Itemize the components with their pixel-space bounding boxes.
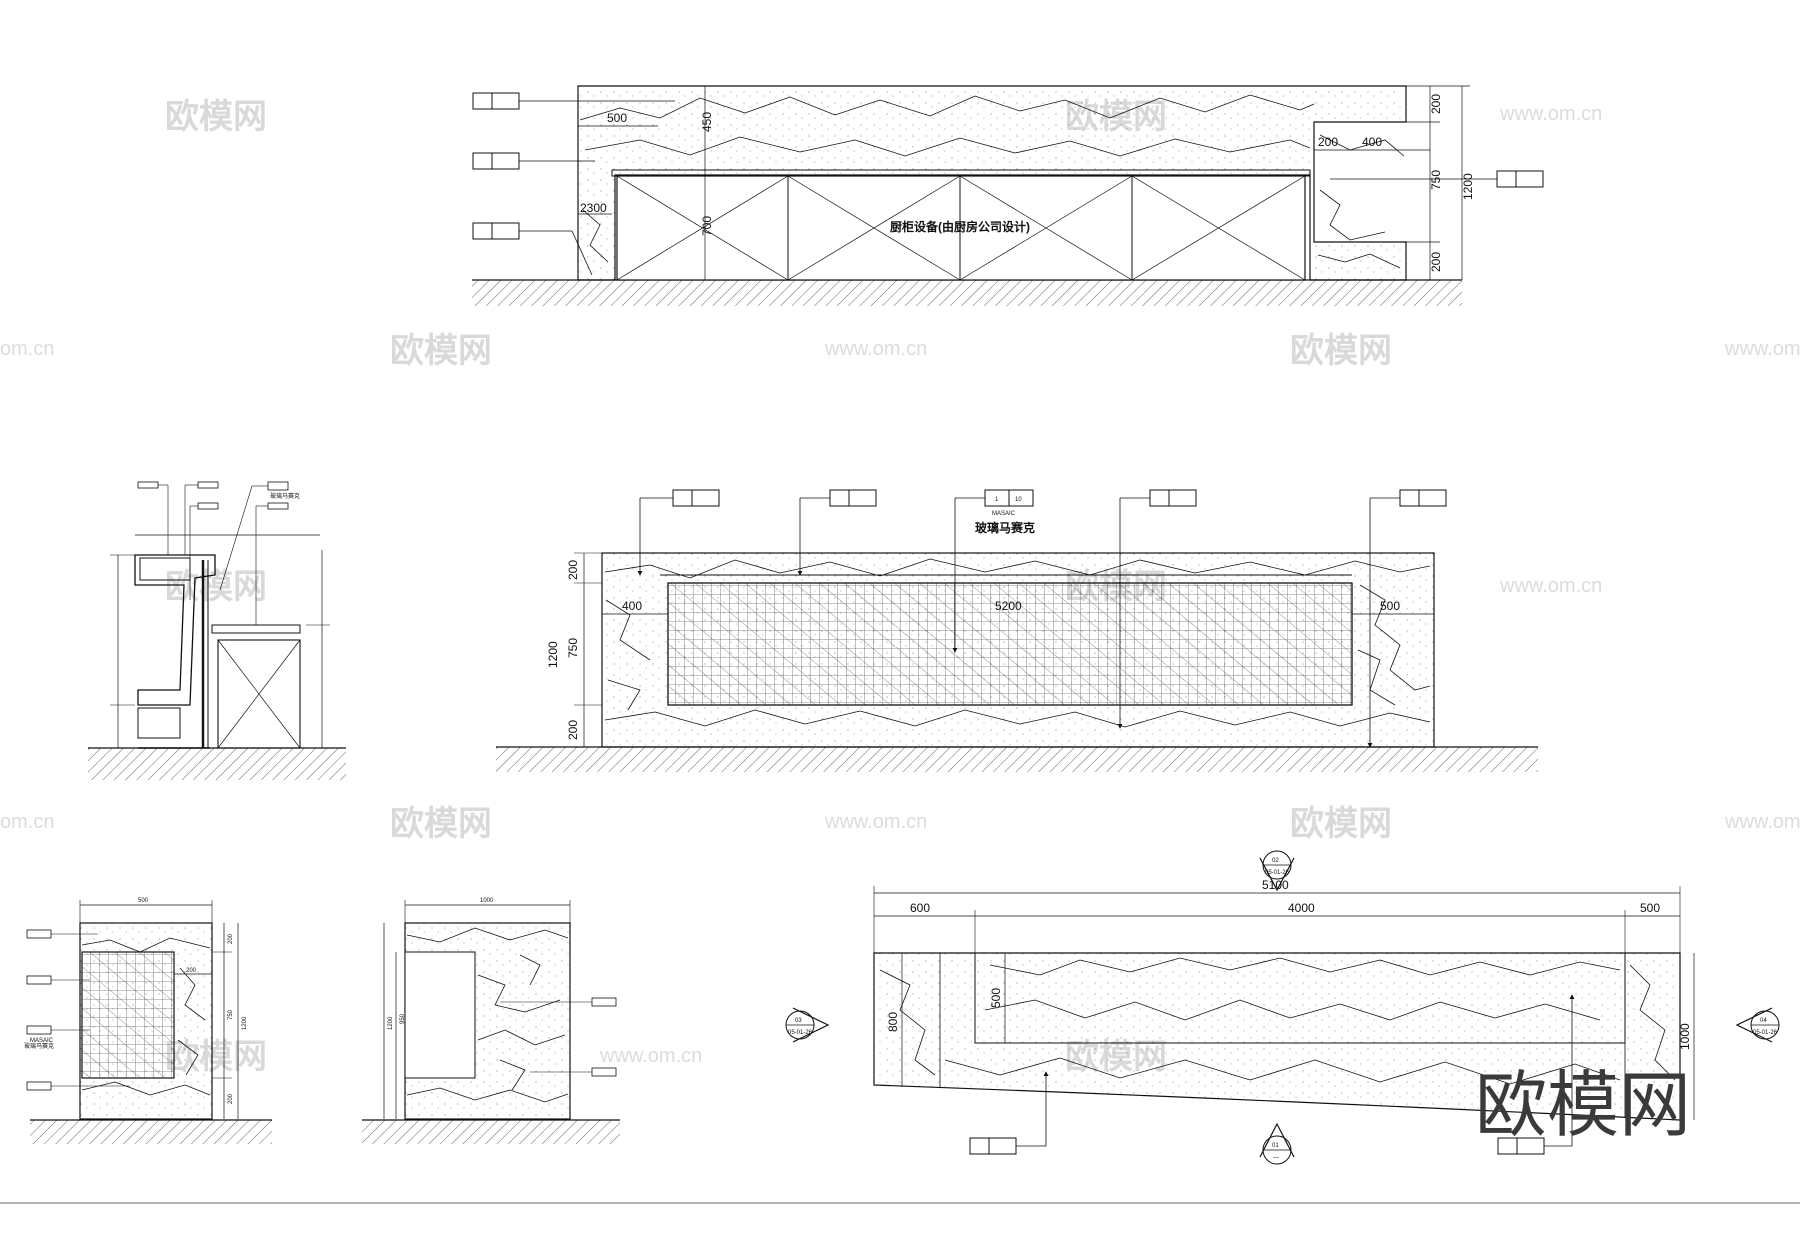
- watermark-cn: 欧模网: [1290, 805, 1392, 843]
- watermark-url: www.om: [1724, 338, 1800, 360]
- watermark-cn: 欧模网: [165, 568, 267, 606]
- dimension-label: 400: [1362, 135, 1382, 149]
- section-marker-ref: 05-01-26: [1753, 1030, 1778, 1036]
- watermark-url: www.om.cn: [824, 338, 927, 360]
- watermark-url: www.om.cn: [1499, 103, 1602, 125]
- callout-label: 玻璃马赛克: [24, 1042, 54, 1050]
- dimension-label: 800: [886, 1012, 900, 1032]
- watermark-cn: 欧模网: [165, 98, 267, 136]
- dimension-label: 750: [1429, 170, 1443, 190]
- dimension-label: 500: [1640, 901, 1660, 915]
- section-marker-ref: —: [1273, 1155, 1279, 1161]
- dimension-label: 500: [1380, 599, 1400, 613]
- dimension-label: 5100: [1262, 878, 1289, 892]
- plan-view: [785, 850, 1780, 1165]
- dimension-label: 500: [607, 111, 627, 125]
- section-marker-number: 04: [1760, 1018, 1767, 1024]
- watermark-url: www.om.cn: [1499, 575, 1602, 597]
- dimension-label: 750: [566, 638, 580, 658]
- dimension-label: 200: [1429, 252, 1443, 272]
- dimension-label: 750: [228, 1009, 234, 1020]
- dimension-label: 200: [228, 1093, 234, 1104]
- section-marker-ref: 05-01-26: [1265, 870, 1290, 876]
- dimension-label: 950: [400, 1013, 406, 1024]
- watermark-cn: 欧模网: [390, 332, 492, 370]
- dimension-label: 1200: [1461, 173, 1475, 200]
- dimension-label: 1200: [546, 641, 560, 668]
- watermark-url: www.om.cn: [824, 811, 927, 833]
- mosaic-tag-top: 1: [995, 497, 999, 503]
- watermark-url: om.cn: [0, 811, 54, 833]
- watermark-cn: 欧模网: [1290, 332, 1392, 370]
- dimension-label: 500: [138, 898, 149, 904]
- dimension-label: 2300: [580, 201, 607, 215]
- side-elevation-right-view: [362, 900, 620, 1144]
- dimension-label: 200: [566, 720, 580, 740]
- dimension-label: 700: [700, 216, 714, 236]
- watermark-url: www.om: [1724, 811, 1800, 833]
- section-marker-number: 01: [1272, 1143, 1279, 1149]
- dimension-label: 500: [989, 988, 1003, 1008]
- mosaic-tag-bottom: 10: [1015, 497, 1022, 503]
- dimension-label: 200: [1318, 135, 1338, 149]
- section-marker-number: 03: [795, 1018, 802, 1024]
- dimension-label: 1000: [480, 898, 494, 904]
- front-elevation-view: [496, 489, 1538, 772]
- section-detail-labels: 玻璃马赛克: [270, 492, 300, 500]
- dimension-label: 200: [566, 560, 580, 580]
- dimension-label: 600: [910, 901, 930, 915]
- brand-logo: 欧模网: [1475, 1066, 1691, 1146]
- kitchen-equipment-note: 厨柜设备(由厨房公司设计): [890, 219, 1030, 234]
- watermark-cn: 欧模网: [390, 805, 492, 843]
- watermark-url: www.om.cn: [599, 1045, 702, 1067]
- mosaic-label: 玻璃马赛克: [975, 520, 1035, 535]
- watermark-url: om.cn: [0, 338, 54, 360]
- section-callout-label: 玻璃马赛克: [270, 492, 300, 500]
- dimension-label: 200: [1429, 94, 1443, 114]
- side-elevation-left-labels: 500 200 200 750 1200 200 MASAIC 玻璃马赛克: [24, 898, 248, 1104]
- dimension-label: 1200: [388, 1016, 394, 1030]
- dimension-label: 5200: [995, 599, 1022, 613]
- callout-caption: MASAIC: [30, 1038, 54, 1044]
- dimension-label: 400: [622, 599, 642, 613]
- dimension-label: 1200: [242, 1016, 248, 1030]
- section-marker-ref: 05-01-26: [788, 1030, 813, 1036]
- mosaic-caption: MASAIC: [992, 511, 1016, 517]
- side-elevation-right-labels: 1000 1200 950: [388, 898, 494, 1030]
- dimension-label: 200: [186, 968, 197, 974]
- dimension-label: 4000: [1288, 901, 1315, 915]
- side-elevation-left-view: [26, 900, 272, 1144]
- section-marker-number: 02: [1272, 858, 1279, 864]
- front-elevation-labels: 1 10 MASAIC 玻璃马赛克 200 750 1200 200 400 5…: [546, 489, 1400, 740]
- dimension-label: 200: [228, 933, 234, 944]
- plan-labels: 5100 600 4000 500 800 500 1000 02 05-01-…: [788, 858, 1778, 1161]
- dimension-label: 1000: [1678, 1023, 1692, 1050]
- kitchen-elevation-labels: 厨柜设备(由厨房公司设计) 500 450 700 2300 200 400 2…: [580, 94, 1475, 272]
- kitchen-elevation-view: [472, 85, 1544, 306]
- dimension-label: 450: [700, 112, 714, 132]
- section-detail-view: [88, 481, 346, 780]
